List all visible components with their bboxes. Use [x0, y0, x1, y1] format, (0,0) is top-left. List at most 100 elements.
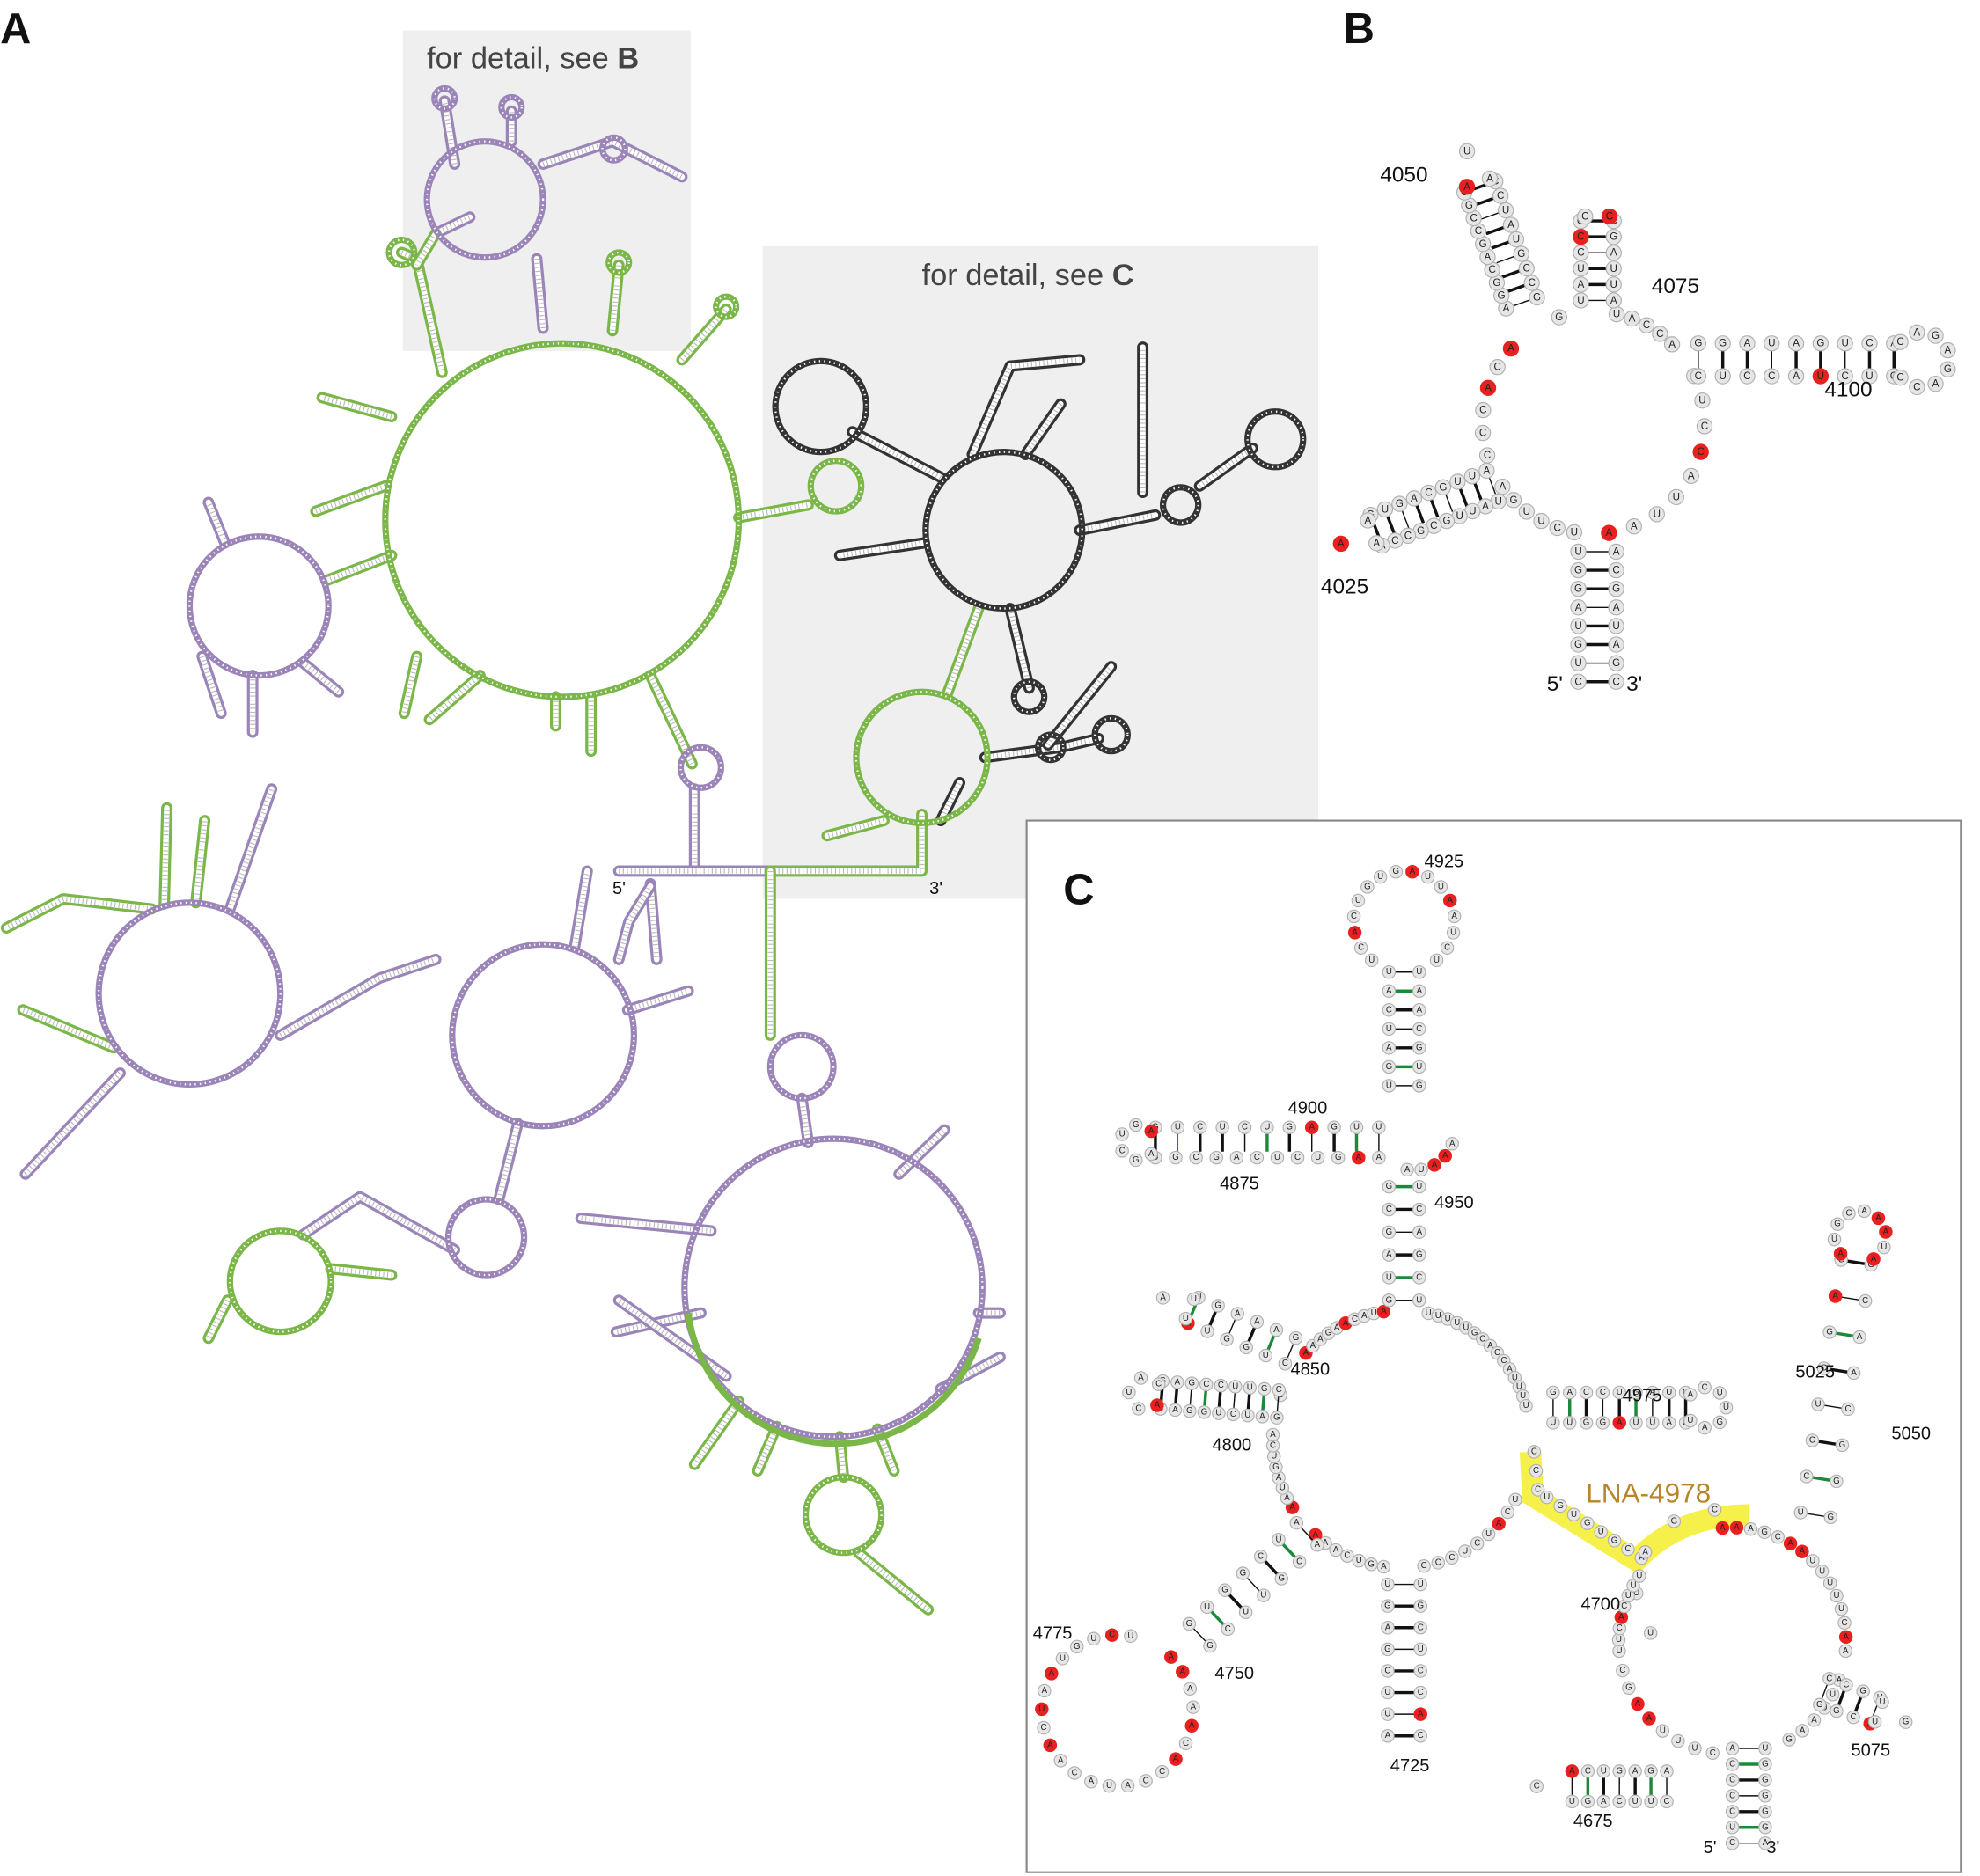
nucleotide-letter: G — [1533, 292, 1541, 304]
nucleotide-U — [1570, 655, 1587, 671]
nucleotide-U — [1420, 869, 1435, 884]
nucleotide-letter: A — [1432, 1160, 1438, 1169]
nucleotide-G — [1412, 1248, 1426, 1262]
nucleotide-U — [1655, 1724, 1670, 1738]
nucleotide-letter: C — [1225, 1624, 1231, 1634]
nucleotide-letter: U — [1119, 1129, 1126, 1139]
nucleotide-letter: C — [1743, 370, 1750, 382]
panel-b-three-prime: 3' — [1626, 672, 1642, 696]
nucleotide-A — [1168, 1403, 1183, 1418]
nucleotide-letter: A — [1883, 1227, 1889, 1236]
nucleotide-letter: C — [1475, 225, 1482, 237]
nucleotide-U — [1594, 1525, 1608, 1539]
nucleotide-letter: C — [1729, 1775, 1735, 1784]
nucleotide-letter: U — [1502, 205, 1509, 216]
nucleotide-C — [1579, 1385, 1594, 1400]
nucleotide-letter: G — [1859, 1687, 1866, 1696]
nucleotide-C — [1725, 1757, 1740, 1771]
helix-base-pairs — [856, 1550, 930, 1612]
nucleotide-U — [1518, 503, 1535, 520]
nucleotide-A — [1186, 1700, 1200, 1714]
nucleotide-letter: U — [1687, 1416, 1693, 1425]
nucleotide-A — [1502, 340, 1520, 357]
nucleotide-letter: G — [1416, 1081, 1423, 1090]
nucleotide-letter: U — [1817, 370, 1824, 382]
nucleotide-U — [1463, 468, 1481, 485]
nucleotide-letter: C — [1729, 1806, 1735, 1816]
nucleotide-letter: A — [1449, 1139, 1456, 1148]
nucleotide-letter: U — [1386, 1081, 1392, 1090]
nucleotide-A — [1043, 1738, 1058, 1753]
helix-base-pairs — [851, 429, 942, 480]
panel-c-structure: UUUUUGCACCAUUUUUCAUCUCCCAGUCAAAAAUAGUCAC… — [1035, 864, 1913, 1850]
nucleotide-C — [1037, 1720, 1051, 1735]
nucleotide-G — [1382, 1293, 1397, 1308]
nucleotide-U — [1458, 143, 1476, 160]
nucleotide-letter: A — [1601, 1797, 1607, 1806]
nucleotide-C — [1214, 1378, 1228, 1393]
nucleotide-A — [1229, 1150, 1244, 1165]
nucleotide-letter: G — [1442, 516, 1450, 527]
nucleotide-letter: C — [1386, 1205, 1392, 1214]
nucleotide-letter: U — [1355, 896, 1361, 905]
label-4900: 4900 — [1288, 1098, 1328, 1118]
nucleotide-letter: G — [1944, 363, 1952, 375]
nucleotide-letter: U — [1353, 1123, 1360, 1132]
nucleotide-letter: U — [1274, 1153, 1280, 1162]
nucleotide-U — [1508, 1492, 1522, 1507]
nucleotide-letter: C — [1119, 1146, 1126, 1155]
nucleotide-A — [1628, 1764, 1642, 1778]
nucleotide-C — [1189, 1150, 1203, 1165]
nucleotide-U — [1381, 1577, 1395, 1592]
nucleotide-letter: A — [1851, 1368, 1857, 1378]
nucleotide-C — [1705, 1746, 1720, 1761]
nucleotide-letter: A — [1613, 639, 1620, 650]
panel-a-three-prime: 3' — [929, 879, 942, 898]
base-pair-bond — [1228, 1318, 1236, 1335]
nucleotide-letter: A — [1125, 1781, 1131, 1791]
nucleotide-A — [1624, 310, 1640, 327]
nucleotide-letter: G — [1214, 1301, 1221, 1310]
nucleotide-A — [1846, 1366, 1861, 1381]
helix-interior — [161, 804, 170, 907]
nucleotide-letter: G — [1172, 1153, 1179, 1162]
nucleotide-letter: A — [1843, 1632, 1849, 1642]
nucleotide-U — [1446, 926, 1461, 940]
nucleotide-letter: C — [1294, 1153, 1301, 1162]
nucleotide-U — [1570, 618, 1587, 634]
nucleotide-letter: A — [1259, 1411, 1265, 1421]
nucleotide-letter: U — [1616, 1646, 1622, 1656]
nucleotide-A — [1573, 276, 1589, 293]
nucleotide-A — [1871, 1211, 1886, 1226]
detail-caption-c: for detail, see C — [922, 259, 1134, 292]
nucleotide-letter: U — [1463, 1323, 1469, 1332]
nucleotide-U — [1257, 1588, 1271, 1602]
nucleotide-letter: U — [1127, 1631, 1133, 1641]
loop-nucleotides — [425, 140, 545, 259]
nucleotide-letter: U — [1205, 1326, 1211, 1336]
loop-nucleotides — [769, 1034, 835, 1100]
helix-base-pairs — [875, 1428, 897, 1472]
nucleotide-letter: G — [1557, 1501, 1564, 1511]
helix-base-pairs — [1198, 445, 1255, 488]
nucleotide-C — [1475, 401, 1492, 419]
nucleotide-C — [1771, 1530, 1786, 1544]
nucleotide-letter: G — [1272, 1462, 1280, 1472]
nucleotide-U — [1605, 260, 1622, 277]
base-pair-bond — [1210, 1610, 1225, 1626]
nucleotide-A — [1412, 1003, 1426, 1017]
nucleotide-C — [1816, 1361, 1831, 1375]
label-4850: 4850 — [1290, 1359, 1330, 1379]
base-pair-bond — [1821, 1683, 1829, 1700]
nucleotide-G — [1758, 1805, 1772, 1819]
nucleotide-letter: C — [1621, 1601, 1627, 1611]
nucleotide-letter: A — [1343, 1318, 1349, 1328]
nucleotide-A — [1164, 1650, 1178, 1664]
nucleotide-G — [1220, 1332, 1234, 1346]
nucleotide-letter: U — [1516, 1382, 1522, 1392]
nucleotide-letter: A — [1632, 1766, 1639, 1776]
nucleotide-C — [1440, 941, 1455, 955]
nucleotide-letter: A — [1089, 1777, 1095, 1786]
nucleotide-letter: U — [1191, 1294, 1197, 1304]
nucleotide-letter: G — [1816, 338, 1824, 349]
